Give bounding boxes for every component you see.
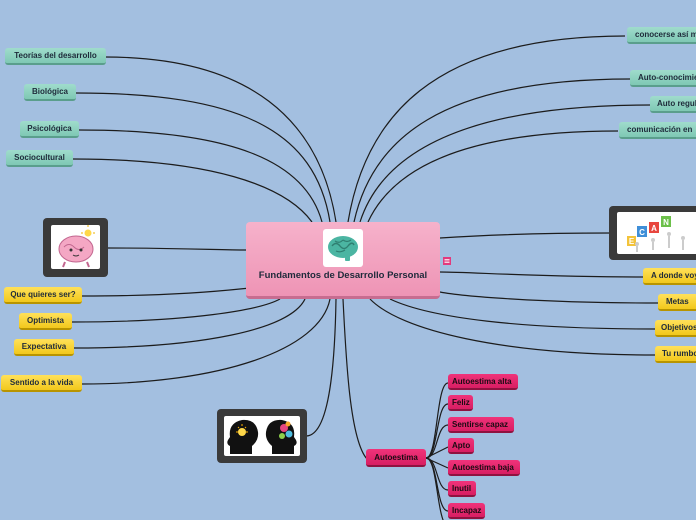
topic-autoestima[interactable]: Autoestima (366, 449, 426, 467)
topic-autoregulacion[interactable]: Auto regulación (650, 96, 696, 113)
topic-sentido-vida[interactable]: Sentido a la vida (1, 375, 82, 392)
two-heads-icon (224, 416, 300, 456)
topic-conocerse[interactable]: conocerse así mismo (627, 27, 696, 44)
brain-character-card[interactable] (43, 218, 108, 277)
we-can-card[interactable]: E C A N (609, 206, 696, 260)
we-can-blocks-image: E C A N (617, 212, 696, 254)
subtopic-apto[interactable]: Apto (448, 438, 474, 454)
subtopic-autoestima-alta[interactable]: Autoestima alta (448, 374, 518, 390)
topic-optimista[interactable]: Optimista (19, 313, 72, 330)
topic-sociocultural[interactable]: Sociocultural (6, 150, 73, 167)
topic-biologica[interactable]: Biológica (24, 84, 76, 101)
subtopic-feliz[interactable]: Feliz (448, 395, 473, 411)
topic-teorias[interactable]: Teorías del desarrollo (5, 48, 106, 65)
brain-icon (323, 229, 363, 267)
subtopic-incapaz[interactable]: Incapaz (448, 503, 485, 519)
heads-card[interactable] (217, 409, 307, 463)
subtopic-autoestima-baja[interactable]: Autoestima baja (448, 460, 520, 476)
topic-a-donde-voy[interactable]: A donde voy? (643, 268, 696, 285)
topic-metas[interactable]: Metas (658, 294, 696, 311)
svg-text:C: C (639, 228, 645, 237)
topic-autoconocimiento[interactable]: Auto-conocimiento (630, 70, 696, 87)
subtopic-inutil[interactable]: Inutil (448, 481, 476, 497)
topic-objetivos[interactable]: Objetivos (655, 320, 696, 337)
central-title: Fundamentos de Desarrollo Personal (258, 270, 428, 281)
brain-character-icon (51, 225, 100, 269)
topic-comunicacion[interactable]: comunicación en (619, 122, 696, 139)
svg-text:A: A (651, 224, 657, 233)
note-icon[interactable] (443, 257, 451, 265)
svg-text:E: E (629, 237, 635, 246)
topic-tu-rumbo[interactable]: Tu rumbo (655, 346, 696, 363)
topic-expectativa[interactable]: Expectativa (14, 339, 74, 356)
subtopic-sentirse-capaz[interactable]: Sentirse capaz (448, 417, 514, 433)
svg-text:N: N (663, 218, 669, 227)
topic-psicologica[interactable]: Psicológica (20, 121, 79, 138)
central-topic[interactable]: Fundamentos de Desarrollo Personal (246, 222, 440, 299)
topic-que-quieres-ser[interactable]: Que quieres ser? (4, 287, 82, 304)
